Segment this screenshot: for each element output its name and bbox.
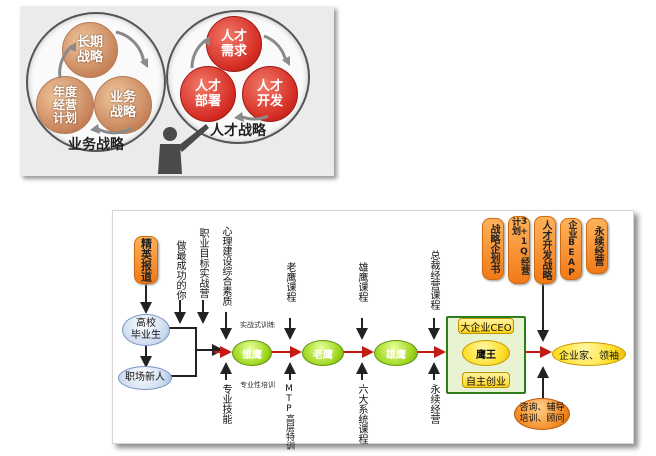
stage-young-eagle: 雏鹰: [232, 340, 272, 366]
ball-talent-deployment: 人才部署: [180, 66, 236, 122]
label-practical-training: 实战式训练: [240, 321, 275, 329]
label-pro-skills: 专业技能: [220, 384, 231, 424]
ball-talent-demand: 人才需求: [206, 16, 262, 72]
label-professional-training: 专业性培训: [240, 381, 275, 389]
box-talent-dev-strategy: 人才开发战略: [534, 216, 556, 284]
consulting-support-node: 咨询、辅导培训、顾问: [514, 398, 570, 430]
graduates-node: 高校毕业生: [122, 314, 170, 346]
label-career-camp: 职业目标实战营: [197, 228, 208, 298]
elite-report-box: 精英报道: [134, 236, 158, 284]
stage-hero-eagle: 雄鹰: [374, 340, 418, 366]
ceo-box: 大企业CEO: [458, 318, 514, 334]
entrepreneur-leader-node: 企业家、领袖: [552, 342, 626, 366]
label-ceo-course: 总裁经营课程: [428, 250, 439, 310]
business-strategy-caption: 业务战略: [68, 137, 124, 153]
box-enterprise-beap: 企业BEAP: [560, 218, 582, 280]
ball-business-strategy: 业务战略: [94, 76, 152, 134]
ball-long-term-strategy: 长期战略: [62, 22, 118, 78]
label-psych-building: 心理建设综合素质: [220, 226, 231, 306]
newcomer-node: 职场新人: [118, 366, 172, 390]
label-mtp-training: MTP高层特训: [284, 384, 294, 450]
label-be-successful: 做最成功的你: [174, 240, 185, 300]
stage-old-eagle: 老鹰: [302, 340, 344, 366]
label-old-eagle-course: 老鹰课程: [284, 262, 295, 302]
top-decorations: [58, 30, 290, 174]
ball-talent-development: 人才开发: [242, 66, 298, 122]
presenter-figure-icon: [158, 124, 209, 174]
startup-box: 自主创业: [462, 372, 510, 388]
talent-strategy-caption: 人才战略: [210, 123, 266, 139]
cycle-arrow-icon: [115, 30, 146, 65]
label-six-systems: 六大系统课程: [356, 384, 367, 444]
box-3plus1q-plan: 3+1Q经营计划: [508, 216, 530, 284]
label-sustainable: 永续经营: [428, 384, 439, 424]
eagle-king-node: 鹰王: [462, 340, 510, 366]
label-hero-eagle-course: 雄鹰课程: [356, 262, 367, 302]
box-strategy-plan: 战略企划书: [482, 218, 504, 280]
ball-annual-plan: 年度经营计划: [36, 76, 94, 134]
box-sustainable-operation: 永续经营: [586, 218, 608, 274]
